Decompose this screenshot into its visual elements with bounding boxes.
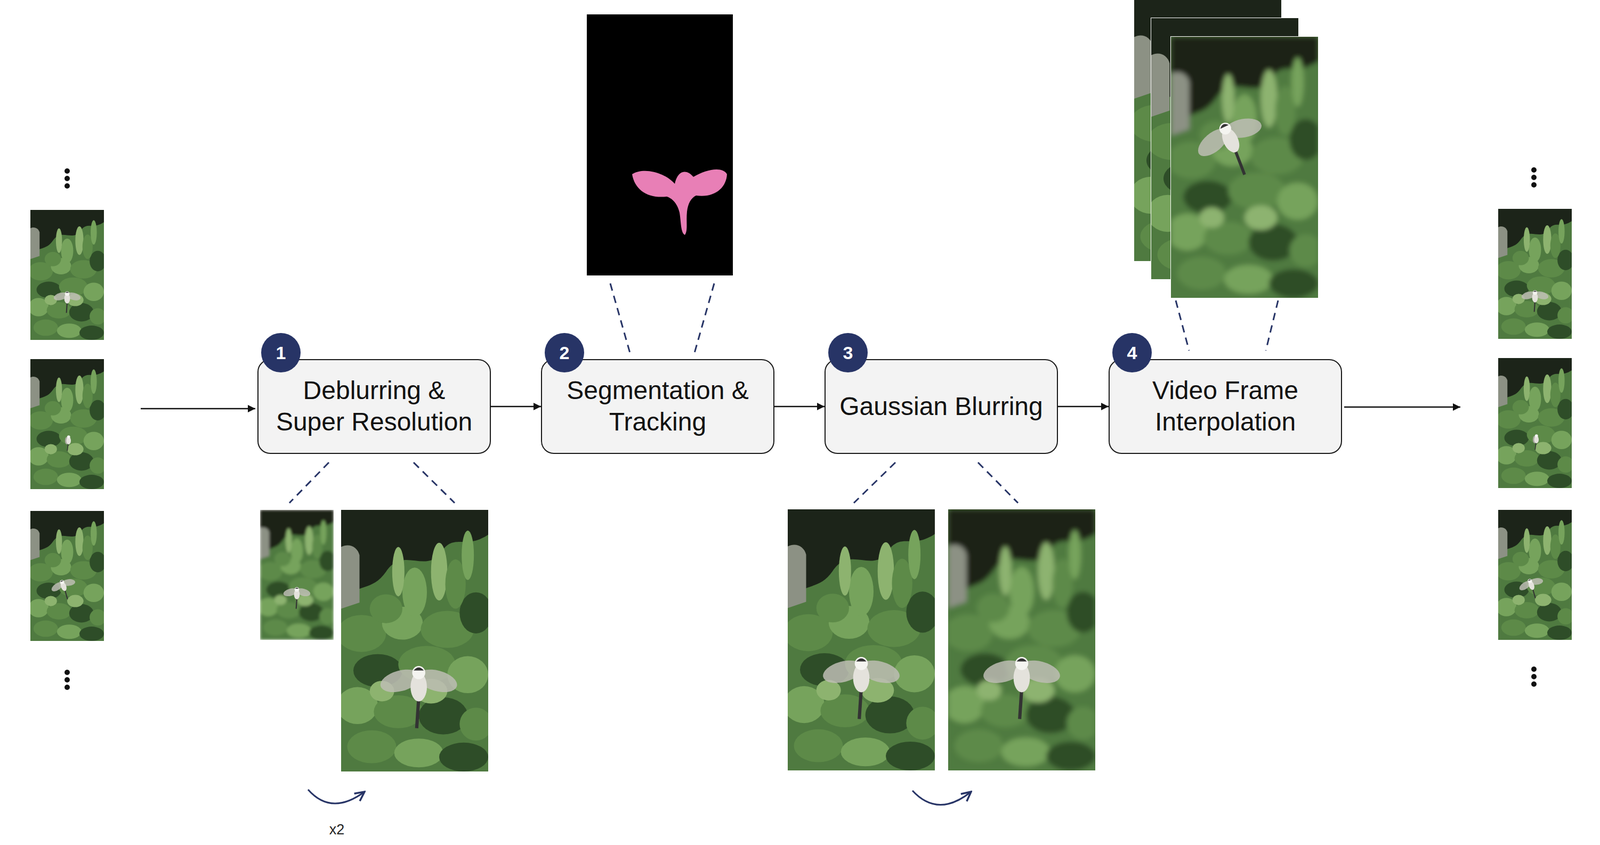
leader-line [1175,300,1190,351]
dot [1531,674,1537,680]
leader-line [693,283,715,355]
box-label: Video Frame Interpolation [1121,375,1330,438]
dot [64,175,70,182]
bird [1532,434,1539,450]
output-frame [1496,208,1574,339]
callout-number: 3 [828,333,868,373]
dot [64,684,70,691]
photo [28,209,107,341]
blurred-frame [943,509,1100,771]
high-res-frame [336,510,492,772]
output-frame [1496,358,1574,489]
output-frame [1496,510,1574,641]
dot [1531,182,1537,188]
callout-number: 4 [1112,333,1152,373]
flow-arrow [1057,406,1109,408]
box-label: Deblurring & Super Resolution [270,375,479,438]
flow-arrow [774,406,825,408]
dot [1531,167,1537,173]
input-frame [28,209,107,341]
mask-ground [586,14,733,276]
bird [820,656,903,719]
photo [1166,36,1322,298]
dot [64,183,70,189]
dot [1531,666,1537,673]
bird [377,665,460,729]
leader-line [853,462,896,504]
box-label: Gaussian Blurring [839,391,1044,423]
bird [1516,574,1549,603]
dot [1531,174,1537,181]
bird [1520,289,1550,312]
blurred-photo [257,510,336,641]
photo [28,511,107,642]
bird [282,587,312,610]
leader-line [610,283,631,355]
photo [1496,510,1574,641]
flow-arrow [490,406,541,408]
interpolated-frame [1166,36,1322,298]
curved-arrow [912,790,972,806]
dot [64,669,70,676]
photo [943,509,1100,771]
curved-arrow [308,789,365,804]
bird [981,656,1063,719]
leader-line [1265,300,1279,351]
input-frame [28,359,107,490]
photo [1496,358,1574,489]
input-frame [28,511,107,642]
leader-line [413,462,455,504]
bird [49,575,82,604]
sharp-frame [783,509,939,771]
bird [65,435,71,451]
process-box: Deblurring & Super Resolution [257,359,491,455]
dot [64,677,70,683]
low-res-frame [257,510,336,641]
box-label: Segmentation & Tracking [553,375,762,438]
photo [336,510,492,772]
bird [1189,107,1280,190]
photo [783,509,939,771]
process-box: Gaussian Blurring [824,359,1058,455]
photo [257,510,336,641]
process-box: Video Frame Interpolation [1108,359,1343,455]
bird-mask [632,169,727,236]
dot [64,168,70,174]
input-arrow [140,408,256,410]
process-box: Segmentation & Tracking [540,359,775,455]
photo [1496,208,1574,339]
photo [28,359,107,490]
bird [52,291,82,313]
blurred-photo [1166,36,1322,298]
dot [1531,681,1537,688]
blurred-photo [943,509,1100,771]
callout-number: 2 [544,333,585,373]
output-arrow [1344,406,1461,409]
leader-line [978,462,1018,504]
leader-line [289,462,329,504]
callout-number: 1 [261,333,301,373]
scale-note: x2 [327,821,347,839]
